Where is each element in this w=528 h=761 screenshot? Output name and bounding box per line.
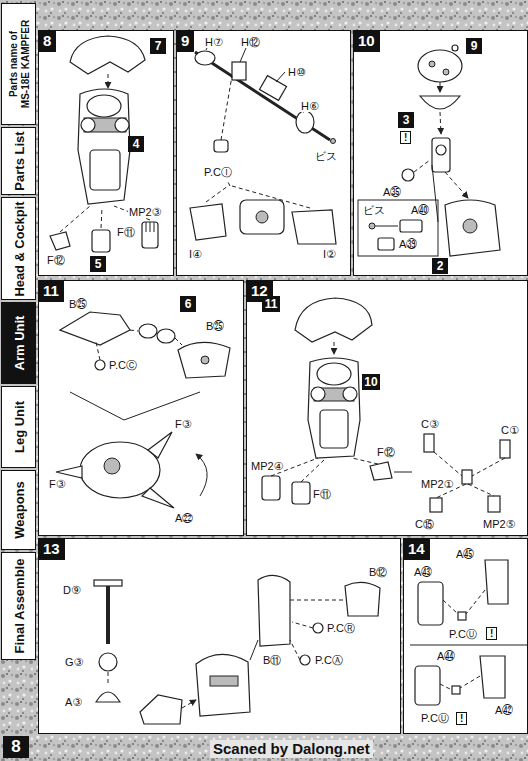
part-label: MP2③: [128, 206, 162, 218]
step-panel: 121110: [246, 280, 528, 536]
callout-number: 4: [128, 136, 144, 152]
part-label: MP2①: [420, 478, 454, 490]
part-label: A㊴: [398, 238, 418, 250]
part-label: MP2④: [250, 460, 284, 472]
section-tab: Final Assemble: [1, 552, 36, 660]
step-number: 8: [38, 30, 56, 52]
part-label: H⑩: [287, 66, 307, 78]
part-label: P.CⓇ: [326, 622, 356, 634]
callout-number: 11: [262, 296, 280, 312]
part-label: A㉟: [382, 186, 402, 198]
part-label: H⑦: [204, 36, 224, 48]
section-tab: Head & Cockpit: [1, 197, 36, 300]
tab-label: Leg Unit: [11, 401, 26, 453]
callout-text: 6: [185, 297, 192, 311]
part-label: P.CⓊ: [420, 712, 450, 724]
tab-label: Head & Cockpit: [11, 201, 26, 296]
section-tab: Parts List: [1, 127, 36, 195]
part-label: B⑫: [368, 566, 388, 578]
part-label: B⑪: [262, 654, 282, 666]
part-label: P.CⒶ: [314, 654, 344, 666]
section-tab: Arm Unit: [1, 302, 36, 384]
part-label: B㉕: [205, 320, 225, 332]
part-label: A㊺: [455, 548, 475, 560]
part-label: F⑫: [376, 446, 396, 458]
part-label: I②: [322, 248, 337, 260]
part-label: A㊹: [436, 650, 456, 662]
step-panel: 10 9 3 2: [353, 30, 528, 276]
step-number: 14: [403, 538, 430, 560]
part-label: C⑮: [414, 518, 435, 530]
section-tab: Leg Unit: [1, 386, 36, 468]
section-tab: Weapons: [1, 470, 36, 550]
callout-number: 5: [90, 256, 106, 272]
callout-text: 2: [437, 259, 444, 273]
callout-text: 11: [265, 297, 278, 311]
part-label: ビス: [314, 150, 338, 162]
tab-label: Final Assemble: [11, 559, 26, 654]
watermark: Scaned by Dalong.net: [210, 740, 373, 758]
part-label: ビス: [362, 204, 386, 216]
part-label: D⑨: [62, 584, 82, 596]
caution-mark: !: [400, 131, 411, 144]
callout-number: 10: [362, 374, 380, 390]
step-panel: 8 7 4 5: [38, 30, 174, 276]
part-label: G③: [64, 656, 84, 668]
part-label: A㊷: [494, 704, 514, 716]
callout-number: 6: [180, 296, 196, 312]
part-label: F⑪: [116, 226, 136, 238]
part-label: F⑪: [312, 488, 332, 500]
step-panel: 13: [38, 538, 401, 734]
section-tab: Parts name ofMS-18E KAMPFER: [1, 3, 36, 125]
callout-number: 9: [466, 38, 482, 54]
part-label: C①: [500, 424, 520, 436]
caution-mark: !: [456, 712, 467, 725]
part-label: H⑫: [240, 36, 261, 48]
step-number: 11: [38, 280, 64, 302]
callout-text: 4: [133, 137, 140, 151]
part-label: F⑫: [46, 254, 66, 266]
callout-number: 2: [432, 258, 448, 274]
step-number: 9: [176, 30, 194, 52]
callout-text: 10: [364, 375, 377, 389]
tab-label: MS-18E KAMPFER: [20, 20, 31, 108]
part-label: I④: [188, 248, 203, 260]
part-label: A㊵: [410, 204, 430, 216]
part-label: P.CⒾ: [203, 166, 233, 178]
part-label: F③: [174, 418, 193, 430]
part-label: B㉕: [68, 298, 88, 310]
callout-text: 7: [155, 39, 162, 53]
callout-number: 7: [150, 38, 166, 54]
part-label: C③: [420, 418, 440, 430]
part-label: P.CⒸ: [108, 359, 138, 371]
part-label: P.CⓊ: [448, 628, 478, 640]
tab-label: Weapons: [11, 481, 26, 539]
page-number: 8: [3, 736, 29, 758]
tab-label: Arm Unit: [11, 316, 26, 371]
step-number: 10: [353, 30, 380, 52]
step-panel: 11 6: [38, 280, 244, 536]
caution-mark: !: [486, 627, 497, 640]
callout-text: 5: [95, 257, 102, 271]
part-label: A㉒: [174, 512, 194, 524]
callout-text: 9: [471, 39, 478, 53]
callout-text: 3: [403, 113, 410, 127]
part-label: F③: [48, 478, 67, 490]
part-label: A㊸: [413, 566, 433, 578]
step-number: 13: [38, 538, 65, 560]
tab-label: Parts List: [11, 131, 26, 190]
tab-label: Parts name of: [7, 31, 18, 97]
part-label: H⑥: [300, 100, 320, 112]
callout-number: 3: [398, 112, 414, 128]
tab-label: 8: [11, 737, 20, 757]
part-label: A③: [64, 696, 83, 708]
part-label: MP2⑤: [482, 518, 516, 530]
